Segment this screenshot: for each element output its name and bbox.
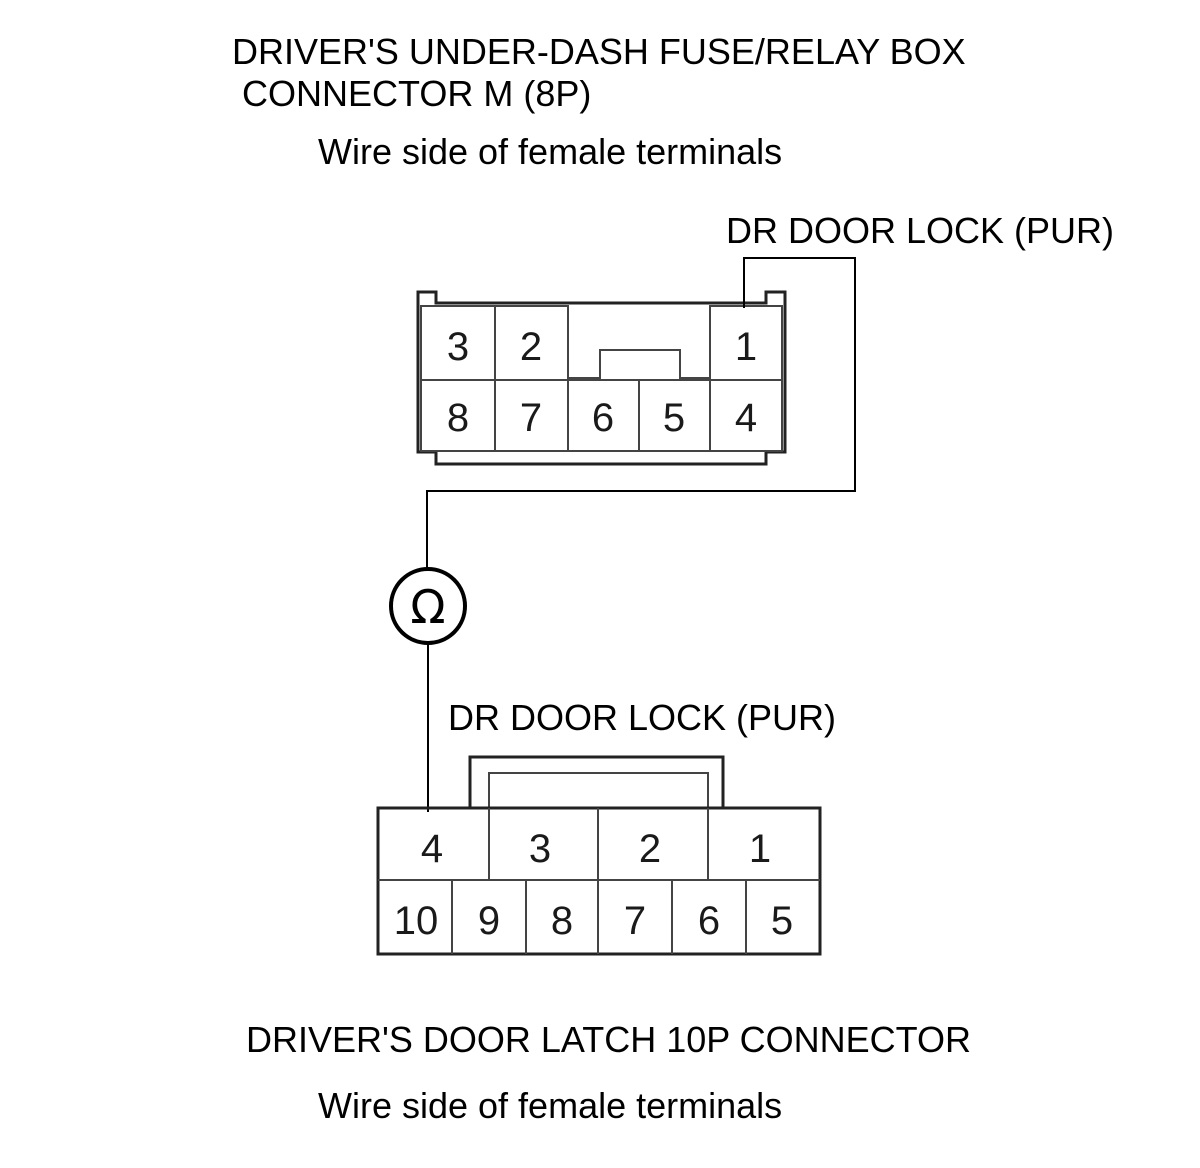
- pin-m-6: 6: [592, 396, 614, 440]
- pin-latch-6: 6: [698, 899, 720, 943]
- connector-m-title-line2: CONNECTOR M (8P): [242, 73, 591, 114]
- pin-latch-1: 1: [749, 827, 771, 871]
- pin-m-3: 3: [447, 325, 469, 369]
- pin-m-1: 1: [735, 325, 757, 369]
- connector-latch: 4 3 2 1 10 9 8 7 6 5: [376, 755, 822, 956]
- ohmmeter-icon: Ω: [389, 567, 467, 645]
- pin-latch-3: 3: [529, 827, 551, 871]
- connector-m-key: [567, 349, 710, 380]
- connector-latch-title: DRIVER'S DOOR LATCH 10P CONNECTOR: [246, 1019, 971, 1060]
- pin-latch-2: 2: [639, 827, 661, 871]
- pin-m-5: 5: [663, 396, 685, 440]
- connector-m-title-line1: DRIVER'S UNDER-DASH FUSE/RELAY BOX: [232, 31, 966, 72]
- pin-latch-8: 8: [551, 899, 573, 943]
- wire-label-top: DR DOOR LOCK (PUR): [726, 210, 1114, 251]
- pin-latch-10: 10: [394, 899, 439, 943]
- pin-m-4: 4: [735, 396, 757, 440]
- connector-latch-lock-tab-inner: [488, 772, 709, 808]
- pin-latch-9: 9: [478, 899, 500, 943]
- connector-m-subtitle: Wire side of female terminals: [318, 131, 782, 172]
- pin-latch-4: 4: [421, 827, 443, 871]
- connector-latch-lock-tab: [468, 755, 725, 808]
- connector-latch-subtitle: Wire side of female terminals: [318, 1085, 782, 1126]
- pin-m-7: 7: [520, 396, 542, 440]
- connector-m: 3 2 1 8 7 6 5 4: [416, 290, 787, 466]
- pin-cell: [709, 379, 783, 452]
- ohm-symbol: Ω: [410, 580, 445, 634]
- wire-label-bottom: DR DOOR LOCK (PUR): [448, 697, 836, 738]
- pin-latch-7: 7: [624, 899, 646, 943]
- pin-m-8: 8: [447, 396, 469, 440]
- pin-m-2: 2: [520, 325, 542, 369]
- test-lead-top: [426, 257, 856, 568]
- pin-latch-5: 5: [771, 899, 793, 943]
